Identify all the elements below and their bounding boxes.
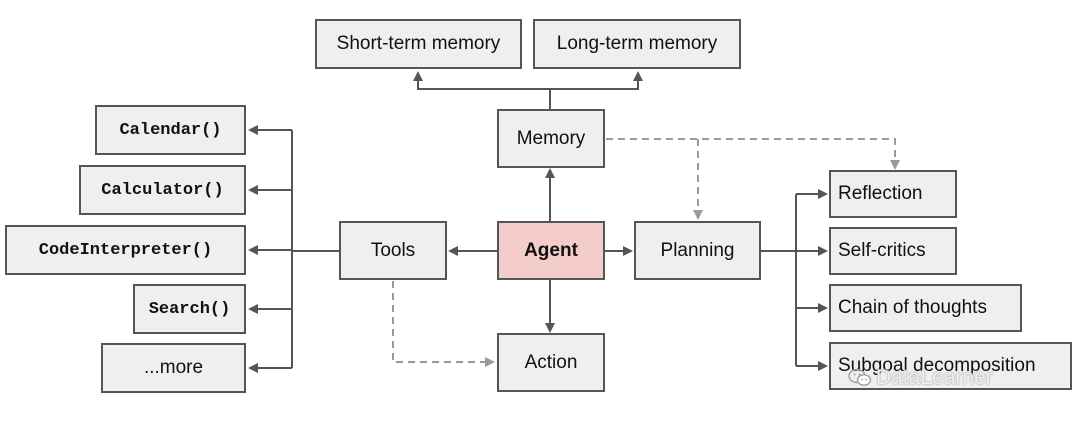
long-term-memory-node: Long-term memory [533, 19, 741, 69]
self-critics-node: Self-critics [829, 227, 957, 275]
wechat-icon [848, 368, 872, 386]
planning-node: Planning [634, 221, 761, 280]
tools-to-action-dashed-arrow [392, 281, 495, 367]
tools-bus [291, 130, 340, 252]
search-tool-node: Search() [133, 284, 246, 334]
memory-to-memory-types-connector [413, 71, 551, 109]
memory-to-long-term-connector [550, 71, 643, 90]
watermark-text: DataLearner [876, 366, 993, 389]
reflection-node: Reflection [829, 170, 957, 218]
planning-bus [761, 194, 797, 252]
short-term-memory-node: Short-term memory [315, 19, 522, 69]
more-tools-node: ...more [101, 343, 246, 393]
action-node: Action [497, 333, 605, 392]
code-interpreter-tool-node: CodeInterpreter() [5, 225, 246, 275]
watermark: DataLearner [848, 366, 993, 390]
memory-to-reflection-dashed-arrow [606, 138, 900, 170]
memory-node: Memory [497, 109, 605, 168]
calculator-tool-node: Calculator() [79, 165, 246, 215]
chain-of-thoughts-node: Chain of thoughts [829, 284, 1022, 332]
tools-node: Tools [339, 221, 447, 280]
agent-node: Agent [497, 221, 605, 280]
calendar-tool-node: Calendar() [95, 105, 246, 155]
subgoal-decomposition-node: Subgoal decomposition [829, 342, 1072, 390]
